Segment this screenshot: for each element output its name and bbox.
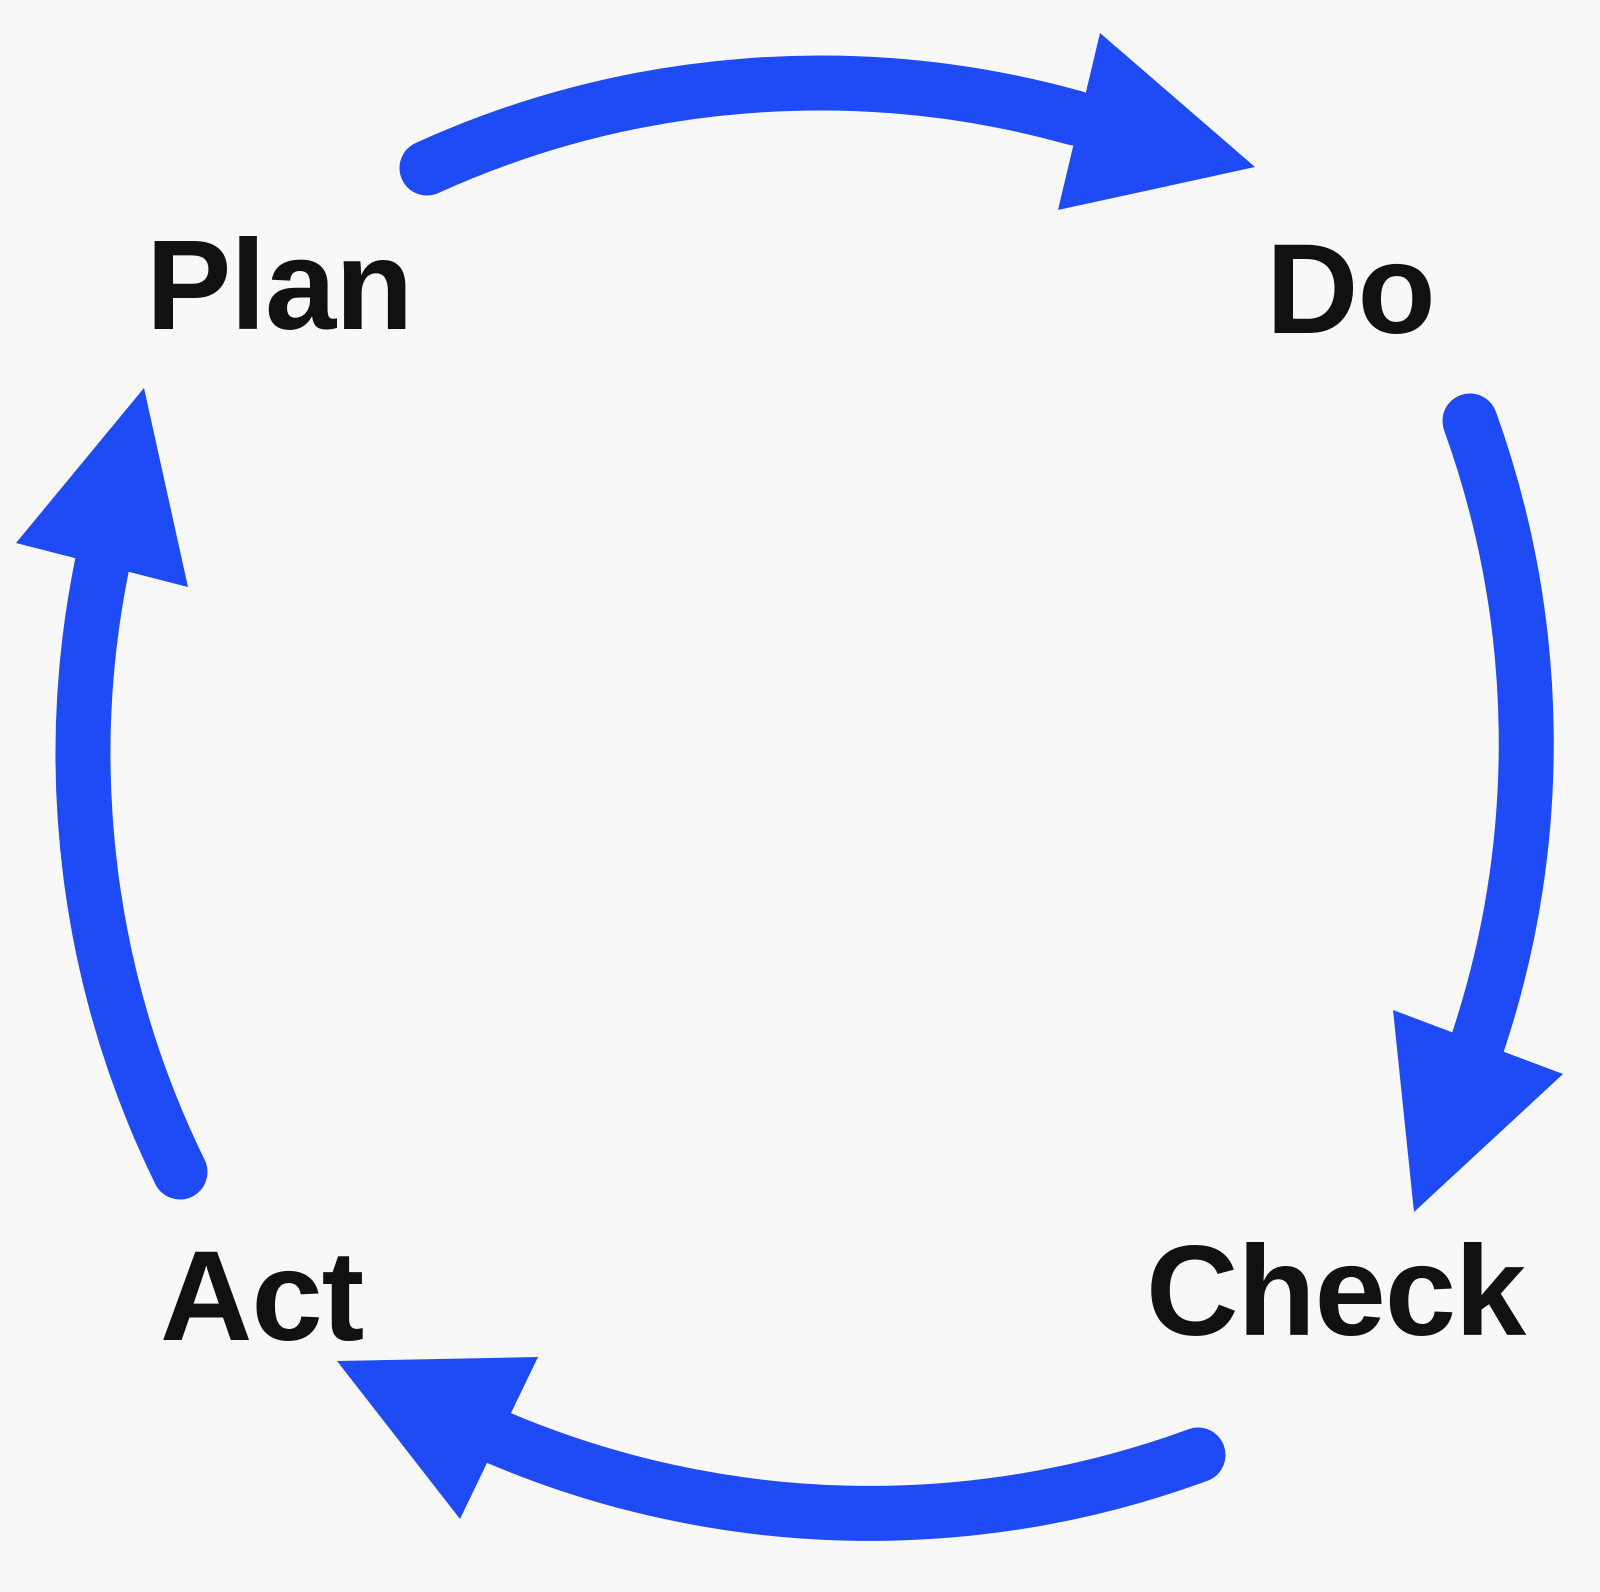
arrowhead-right-icon xyxy=(1058,33,1255,210)
arc-plan-to-do xyxy=(399,55,1103,196)
arrowhead-down-icon xyxy=(1393,1010,1563,1212)
arrow-check-to-act xyxy=(337,1357,1226,1541)
arrowhead-up-icon xyxy=(16,388,188,587)
arrow-act-to-plan xyxy=(16,388,208,1200)
arrow-plan-to-do xyxy=(399,33,1255,210)
arc-check-to-act xyxy=(471,1410,1226,1541)
arrow-do-to-check xyxy=(1393,393,1563,1212)
label-do: Do xyxy=(1266,218,1436,361)
arc-act-to-plan xyxy=(55,537,208,1200)
arrowhead-left-icon xyxy=(337,1357,538,1519)
label-check: Check xyxy=(1146,1220,1526,1363)
label-act: Act xyxy=(160,1225,364,1368)
label-plan: Plan xyxy=(146,214,413,357)
arc-do-to-check xyxy=(1442,393,1554,1070)
